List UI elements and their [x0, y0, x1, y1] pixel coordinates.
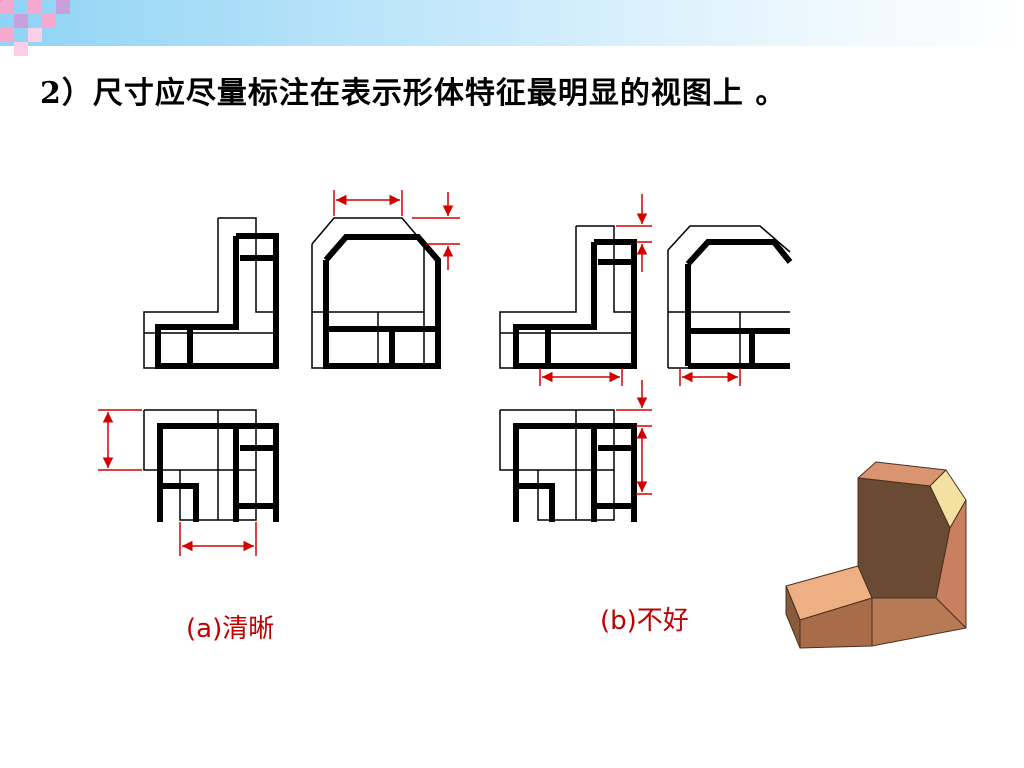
top-view-b	[499, 380, 652, 522]
isometric-3d-model	[785, 461, 967, 649]
slide-title: 2）尺寸应尽量标注在表示形体特征最明显的视图上 。	[40, 76, 787, 111]
caption-a: (a)清晰	[186, 614, 275, 644]
top-view-a	[98, 409, 279, 556]
header-bar	[0, 0, 1024, 46]
front-view-b	[499, 194, 652, 386]
front-view-a	[143, 217, 279, 369]
caption-b: (b)不好	[600, 606, 689, 636]
side-view-a	[311, 190, 460, 369]
decorative-pixel-pattern	[0, 0, 70, 56]
side-view-b	[667, 225, 793, 386]
